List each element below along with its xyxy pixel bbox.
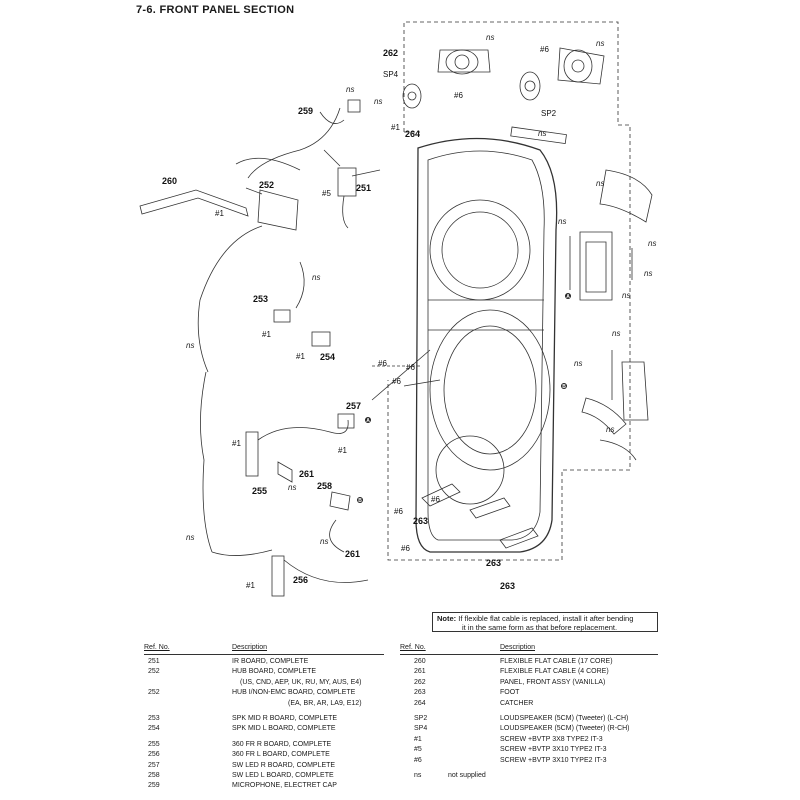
callout-264: 264 [405, 129, 420, 139]
callout-261: 261 [345, 549, 360, 559]
ns-label: ns [346, 85, 354, 94]
screw-label: #1 [215, 209, 224, 218]
ns-label: ns [374, 97, 382, 106]
ns-label: ns [612, 329, 620, 338]
callout-259: 259 [298, 106, 313, 116]
screw-label: #6 [392, 377, 401, 386]
ns-label: ns [558, 217, 566, 226]
callout-254: 254 [320, 352, 335, 362]
screw-label: #1 [391, 123, 400, 132]
ref-letter-a: A [366, 418, 370, 424]
ref-letter-b: B [358, 498, 362, 504]
screw-label: #6 [406, 363, 415, 372]
callout-256: 256 [293, 575, 308, 585]
callout-258: 258 [317, 481, 332, 491]
note-label: Note: [437, 614, 457, 623]
screw-label: #1 [338, 446, 347, 455]
note-line-1: If flexible flat cable is replaced, inst… [458, 614, 634, 623]
table-row: (US, CND, AEP, UK, RU, MY, AUS, E4) [240, 678, 362, 686]
tweeter-r [402, 49, 491, 109]
callout-261: 261 [299, 469, 314, 479]
ns-label: ns [538, 129, 546, 138]
ns-label: ns [596, 39, 604, 48]
screw-label: #1 [232, 439, 241, 448]
ref-letter-b: B [562, 384, 566, 390]
ref-letter-a: A [566, 294, 570, 300]
ns-label: ns [622, 291, 630, 300]
description-header-right: Description [500, 644, 536, 651]
screw-label: #6 [401, 544, 410, 553]
callout-262: 262 [383, 48, 398, 58]
callout-251: 251 [356, 183, 371, 193]
callout-253: 253 [253, 294, 268, 304]
tweeter-l [519, 47, 605, 101]
table-rule-left [144, 654, 384, 655]
callout-sp2: SP2 [541, 109, 557, 118]
callout-252: 252 [259, 180, 274, 190]
description-header-left: Description [232, 644, 268, 651]
table-rule-right [400, 654, 658, 655]
ns-label: ns [186, 533, 194, 542]
table-row: (EA, BR, AR, LA9, E12) [288, 699, 362, 707]
ns-label: ns [596, 179, 604, 188]
screw-label: #6 [431, 495, 440, 504]
ns-label: ns [486, 33, 494, 42]
callout-255: 255 [252, 486, 267, 496]
callout-sp4: SP4 [383, 70, 399, 79]
ref-no-header-left: Ref. No. [144, 644, 170, 651]
ns-label: ns [606, 425, 614, 434]
screw-label: #1 [296, 352, 305, 361]
note-line-2: it in the same form as that before repla… [462, 623, 618, 632]
ns-label: ns [648, 239, 656, 248]
ns-label: ns [312, 273, 320, 282]
note-box: Note: If flexible flat cable is replaced… [432, 612, 658, 632]
ns-label: ns [574, 359, 582, 368]
ns-label: ns [644, 269, 652, 278]
section-title: 7-6. FRONT PANEL SECTION [136, 4, 295, 16]
ref-no-header-right: Ref. No. [400, 644, 426, 651]
screw-label: #6 [378, 359, 387, 368]
callout-257: 257 [346, 401, 361, 411]
callout-263: 263 [486, 558, 501, 568]
callout-263: 263 [500, 581, 515, 591]
callout-263: 263 [413, 516, 428, 526]
screw-label: #1 [262, 330, 271, 339]
ns-label: ns [288, 483, 296, 492]
ns-label: ns [320, 537, 328, 546]
screw-label: #1 [246, 581, 255, 590]
callout-260: 260 [162, 176, 177, 186]
screw-label: #6 [540, 45, 549, 54]
screw-label: #5 [322, 189, 331, 198]
screw-label: #6 [394, 507, 403, 516]
ns-label: ns [186, 341, 194, 350]
screw-label: #6 [454, 91, 463, 100]
